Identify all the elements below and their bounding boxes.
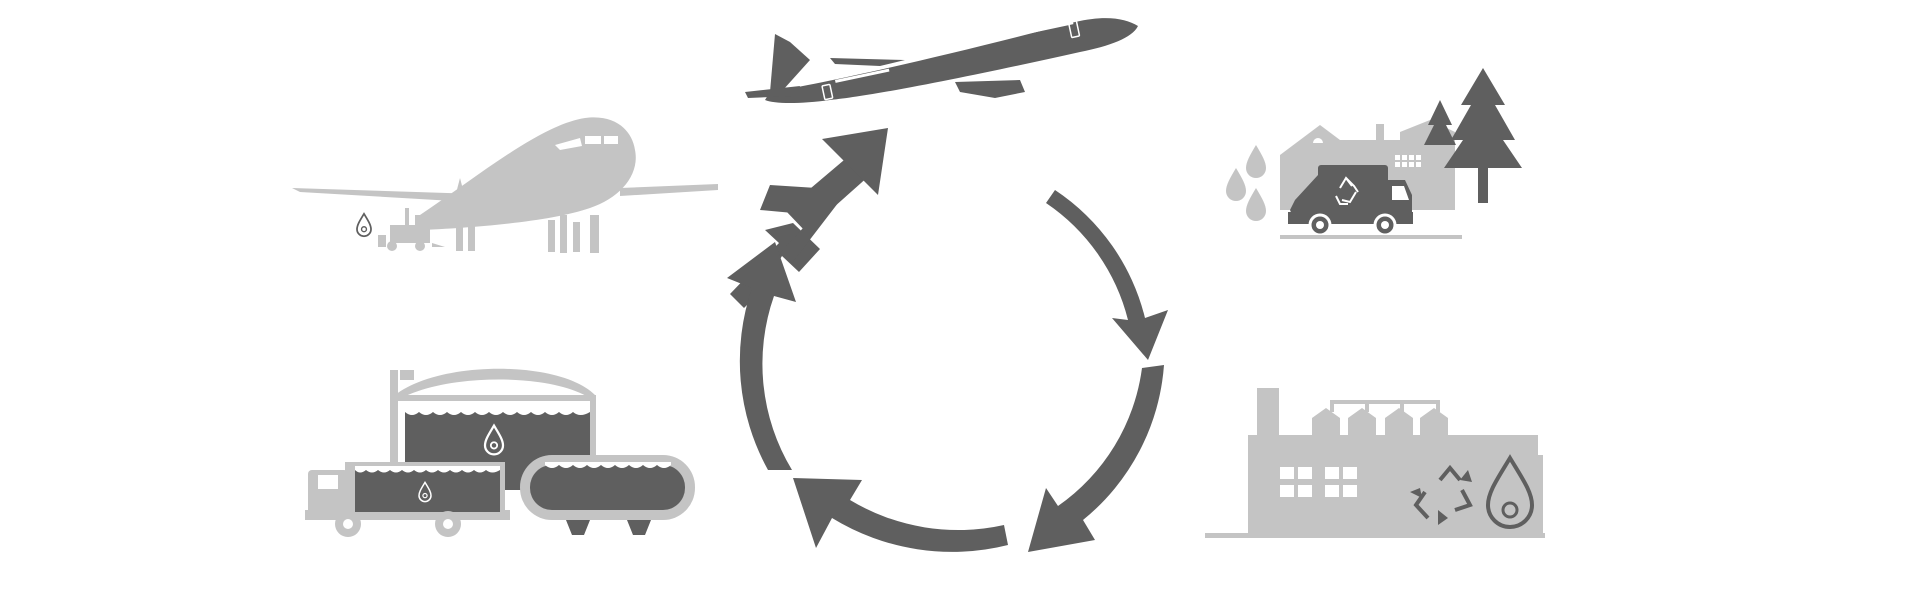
- cycle-arrows: [727, 128, 1168, 552]
- airplane-takeoff-icon: [745, 17, 1138, 103]
- cycle-arrow-upper-left: [785, 128, 888, 232]
- fuel-drop-icon: [1485, 454, 1535, 529]
- recycle-arrows-icon: [1413, 464, 1473, 520]
- fuel-tank-truck-icon: [305, 368, 695, 537]
- cycle-arrow-bottom: [793, 478, 1008, 552]
- recycle-icon: [1335, 176, 1359, 205]
- parked-airplane-refuel-icon: [292, 117, 718, 253]
- factory-recycling-icon: [1205, 388, 1545, 538]
- cycle-arrow-bottom-right: [1028, 365, 1164, 552]
- waste-collection-truck-icon: [1226, 68, 1522, 239]
- cycle-arrow-right: [1046, 190, 1168, 360]
- cycle-arrow-left: [727, 242, 796, 470]
